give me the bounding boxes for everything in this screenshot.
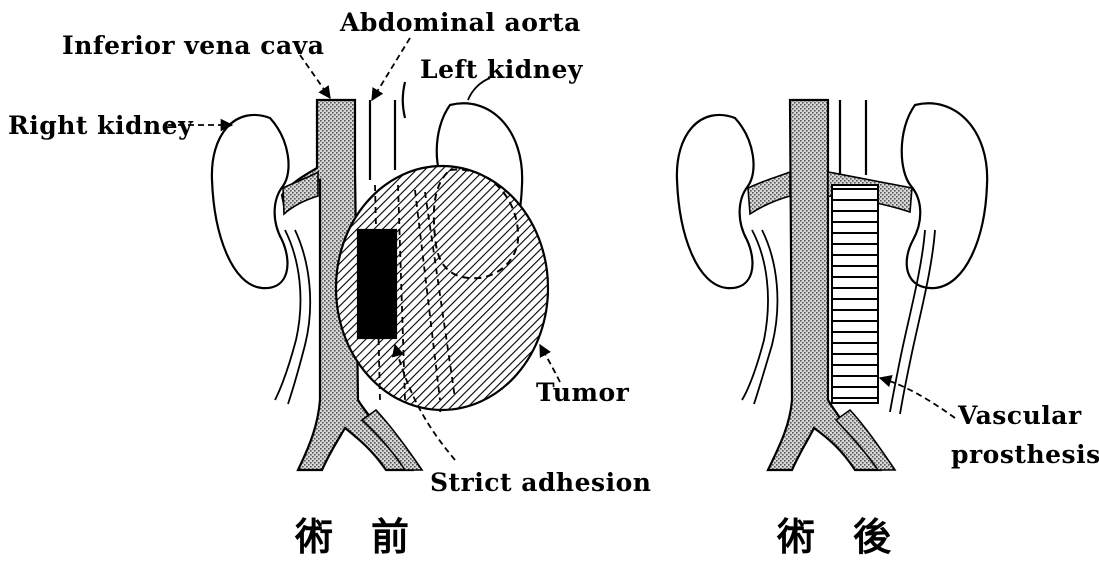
caption-preoperative: 術前 [295, 518, 447, 556]
label-vascular: Vascular [958, 403, 1082, 428]
prosthesis-shape [832, 185, 878, 403]
label-prosthesis: prosthesis [951, 442, 1099, 467]
adhesion-block [358, 230, 396, 338]
label-inferior-vena-cava: Inferior vena cava [62, 33, 324, 58]
label-tumor: Tumor [536, 380, 629, 405]
label-strict-adhesion: Strict adhesion [430, 470, 651, 495]
label-abdominal-aorta: Abdominal aorta [340, 10, 581, 35]
label-left-kidney: Left kidney [420, 57, 583, 82]
label-right-kidney: Right kidney [8, 113, 193, 138]
preop-figure [168, 38, 560, 470]
postop-figure [677, 100, 987, 470]
caption-postoperative: 術後 [777, 518, 929, 556]
right-kidney-shape [212, 115, 289, 288]
